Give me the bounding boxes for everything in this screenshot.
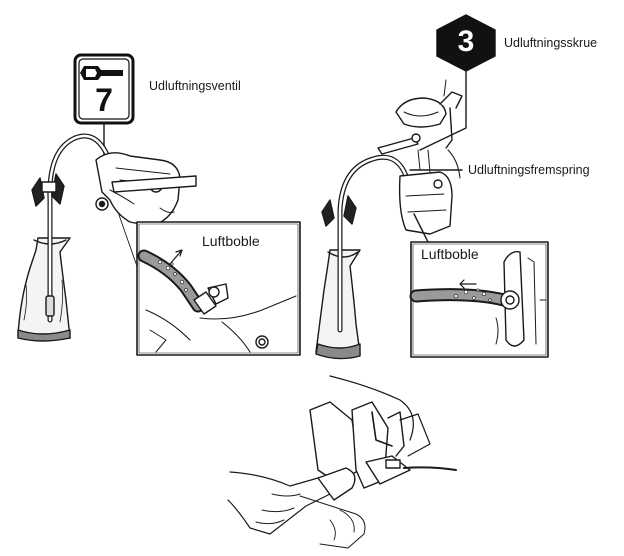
bleed-protrusion-label: Udluftningsfremspring [468,164,590,177]
bleed-bag [18,238,70,341]
air-bubble-label-left: Luftboble [202,234,260,248]
right-illustration [316,15,548,359]
hand [228,472,330,534]
hex-key-size-number: 3 [452,27,480,57]
bleed-valve-label: Udluftningsventil [149,80,241,93]
left-illustration [18,55,300,355]
bleed-screw-label: Udluftningsskrue [504,37,597,50]
wrench-size-number: 7 [90,84,118,116]
air-bubble-label-right: Luftboble [421,247,479,261]
right-caliper [400,172,452,234]
left-caliper [96,153,196,226]
bottom-illustration [228,376,456,548]
right-upper-assembly [378,80,462,178]
